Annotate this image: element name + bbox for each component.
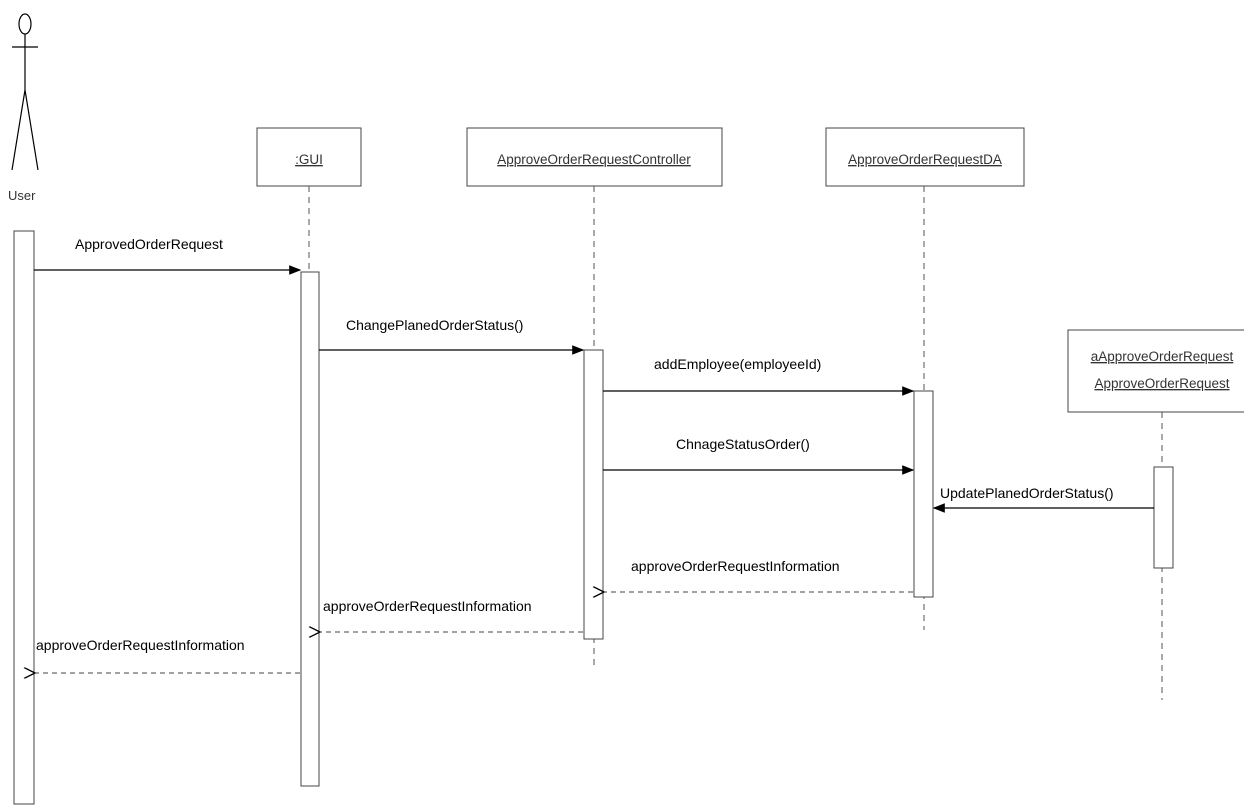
message-label: approveOrderRequestInformation <box>631 558 840 574</box>
message-change-status-order: ChnageStatusOrder() <box>603 436 915 475</box>
return-gui-to-user: approveOrderRequestInformation <box>35 637 300 673</box>
activation-controller <box>583 349 604 640</box>
message-label: ApprovedOrderRequest <box>75 236 223 252</box>
object-gui-label: :GUI <box>295 152 323 167</box>
return-controller-to-gui: approveOrderRequestInformation <box>320 598 583 632</box>
object-controller-label: ApproveOrderRequestController <box>497 152 691 167</box>
message-label: approveOrderRequestInformation <box>36 637 245 653</box>
message-label: UpdatePlanedOrderStatus() <box>940 485 1114 501</box>
activation-user <box>13 230 35 805</box>
message-approved-order-request: ApprovedOrderRequest <box>34 236 302 275</box>
actor-user: User <box>8 13 39 203</box>
message-label: ChnageStatusOrder() <box>676 436 810 452</box>
return-da-to-controller: approveOrderRequestInformation <box>604 558 913 592</box>
message-label: approveOrderRequestInformation <box>323 598 532 614</box>
message-update-planed-order-status: UpdatePlanedOrderStatus() <box>932 485 1154 513</box>
object-gui: :GUI <box>256 127 362 187</box>
actor-label: User <box>8 188 36 203</box>
object-entity-label: aApproveOrderRequest <box>1091 349 1234 364</box>
message-change-planed-order-status: ChangePlanedOrderStatus() <box>319 317 585 355</box>
stick-figure-icon <box>11 13 39 171</box>
activation-entity <box>1153 466 1174 569</box>
activation-gui <box>300 271 320 787</box>
object-da: ApproveOrderRequestDA <box>825 127 1025 187</box>
object-controller: ApproveOrderRequestController <box>466 127 723 187</box>
object-entity: aApproveOrderRequest ApproveOrderRequest <box>1067 329 1244 413</box>
message-label: addEmployee(employeeId) <box>654 356 821 372</box>
activation-da <box>913 390 934 598</box>
object-entity-class-label: ApproveOrderRequest <box>1094 376 1229 391</box>
message-label: ChangePlanedOrderStatus() <box>346 317 523 333</box>
object-da-label: ApproveOrderRequestDA <box>848 152 1002 167</box>
message-add-employee: addEmployee(employeeId) <box>603 356 915 396</box>
